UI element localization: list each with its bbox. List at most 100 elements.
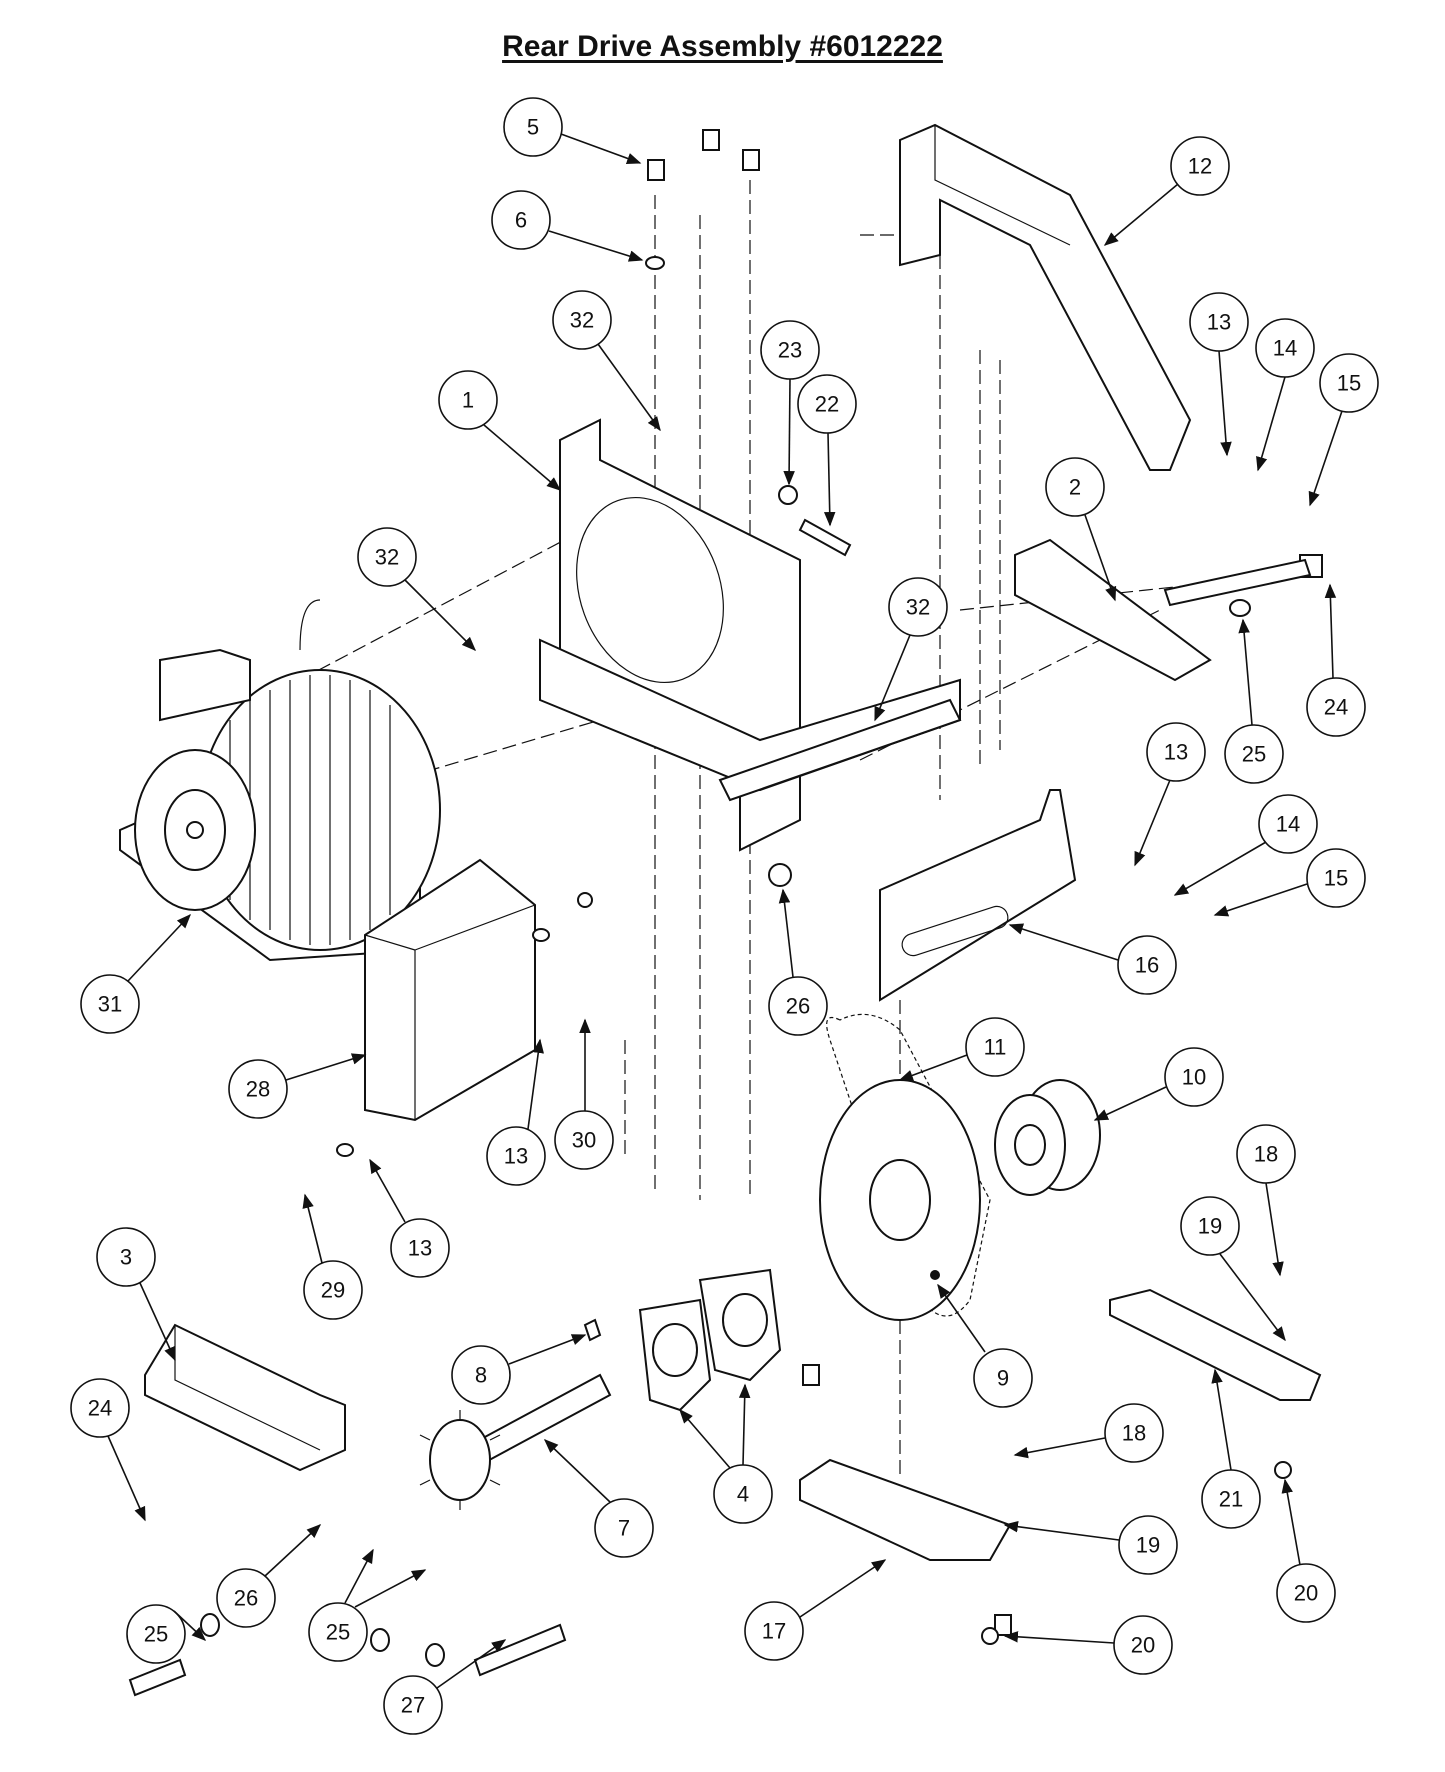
- callout-labels: 1 2 3 4 5 6 7 8 9 10 11 12 13 13 13 13 1…: [70, 97, 1379, 1735]
- callout-9: 9: [973, 1348, 1033, 1408]
- callout-18: 18: [1236, 1124, 1296, 1184]
- svg-text:24: 24: [88, 1396, 112, 1421]
- svg-text:5: 5: [527, 115, 539, 140]
- callout-26b: 26: [768, 976, 828, 1036]
- svg-text:23: 23: [778, 338, 802, 363]
- callout-32c: 32: [888, 577, 948, 637]
- engine-cover: [364, 858, 536, 1122]
- svg-text:13: 13: [408, 1236, 432, 1261]
- callout-8: 8: [451, 1345, 511, 1405]
- svg-text:29: 29: [321, 1278, 345, 1303]
- callout-25b: 25: [126, 1604, 186, 1664]
- svg-text:8: 8: [475, 1363, 487, 1388]
- svg-text:14: 14: [1273, 336, 1297, 361]
- svg-text:31: 31: [98, 992, 122, 1017]
- callout-11: 11: [965, 1017, 1025, 1077]
- hub-icon: [994, 1079, 1101, 1196]
- svg-text:9: 9: [997, 1366, 1009, 1391]
- callout-17: 17: [744, 1601, 804, 1661]
- callout-20: 20: [1276, 1563, 1336, 1623]
- washer-icon: [200, 256, 1251, 1667]
- callout-22: 22: [797, 374, 857, 434]
- callout-30: 30: [554, 1110, 614, 1170]
- svg-text:15: 15: [1337, 371, 1361, 396]
- svg-text:28: 28: [246, 1077, 270, 1102]
- callout-21: 21: [1201, 1469, 1261, 1529]
- callout-6: 6: [491, 190, 551, 250]
- callout-20b: 20: [1113, 1615, 1173, 1675]
- callout-24: 24: [1306, 677, 1366, 737]
- callout-26: 26: [216, 1568, 276, 1628]
- gear-icon: [419, 1373, 612, 1510]
- svg-text:2: 2: [1069, 475, 1081, 500]
- svg-text:25: 25: [1242, 742, 1266, 767]
- callout-1: 1: [438, 370, 498, 430]
- svg-text:1: 1: [462, 388, 474, 413]
- callout-14b: 14: [1258, 794, 1318, 854]
- svg-text:18: 18: [1254, 1142, 1278, 1167]
- callout-29: 29: [303, 1260, 363, 1320]
- svg-text:10: 10: [1182, 1065, 1206, 1090]
- callout-15: 15: [1319, 353, 1379, 413]
- callout-3: 3: [96, 1227, 156, 1287]
- callout-27: 27: [383, 1675, 443, 1735]
- svg-text:14: 14: [1276, 812, 1300, 837]
- svg-text:13: 13: [1207, 310, 1231, 335]
- svg-text:4: 4: [737, 1482, 749, 1507]
- mount-plate-21: [1109, 1288, 1322, 1401]
- svg-text:24: 24: [1324, 695, 1348, 720]
- callout-15b: 15: [1306, 848, 1366, 908]
- callout-31: 31: [80, 974, 140, 1034]
- callout-13c: 13: [486, 1126, 546, 1186]
- callout-4: 4: [713, 1464, 773, 1524]
- upper-bracket: [899, 123, 1192, 471]
- svg-text:20: 20: [1131, 1633, 1155, 1658]
- callout-5: 5: [503, 97, 563, 157]
- callout-14: 14: [1255, 318, 1315, 378]
- lower-angle-bracket: [144, 1323, 346, 1472]
- callout-19b: 19: [1118, 1515, 1178, 1575]
- slotted-plate: [879, 789, 1077, 1002]
- svg-text:11: 11: [984, 1035, 1007, 1060]
- callout-28: 28: [228, 1059, 288, 1119]
- svg-text:15: 15: [1324, 866, 1348, 891]
- callout-16: 16: [1117, 935, 1177, 995]
- bolt-icon: [128, 129, 1323, 1697]
- sprocket-icon: [819, 1079, 981, 1321]
- svg-text:22: 22: [815, 392, 839, 417]
- angle-bracket-2: [1014, 538, 1212, 682]
- key-icon: [583, 1318, 602, 1342]
- bearing-icon: [638, 1268, 782, 1412]
- svg-text:19: 19: [1136, 1533, 1160, 1558]
- svg-text:3: 3: [120, 1245, 132, 1270]
- callout-25: 25: [1224, 724, 1284, 784]
- stud-icon: [798, 518, 852, 557]
- main-mounting-plate: [539, 418, 962, 852]
- callout-32b: 32: [357, 527, 417, 587]
- engine-icon: [119, 599, 441, 962]
- callout-24b: 24: [70, 1378, 130, 1438]
- callout-19: 19: [1180, 1196, 1240, 1256]
- svg-text:21: 21: [1219, 1487, 1243, 1512]
- svg-text:12: 12: [1188, 154, 1212, 179]
- callout-7: 7: [594, 1498, 654, 1558]
- callout-10: 10: [1164, 1047, 1224, 1107]
- svg-text:13: 13: [504, 1144, 528, 1169]
- svg-text:25: 25: [326, 1620, 350, 1645]
- chain-icon: [826, 1013, 991, 1317]
- svg-text:26: 26: [234, 1586, 258, 1611]
- callout-13d: 13: [390, 1218, 450, 1278]
- callout-13: 13: [1189, 292, 1249, 352]
- svg-text:20: 20: [1294, 1581, 1318, 1606]
- svg-text:32: 32: [375, 545, 399, 570]
- callout-23: 23: [760, 320, 820, 380]
- svg-text:6: 6: [515, 208, 527, 233]
- svg-text:30: 30: [572, 1128, 596, 1153]
- callout-12: 12: [1170, 136, 1230, 196]
- svg-text:19: 19: [1198, 1214, 1222, 1239]
- callout-25c: 25: [308, 1602, 368, 1662]
- svg-text:32: 32: [906, 595, 930, 620]
- callout-32: 32: [552, 290, 612, 350]
- callout-18b: 18: [1104, 1403, 1164, 1463]
